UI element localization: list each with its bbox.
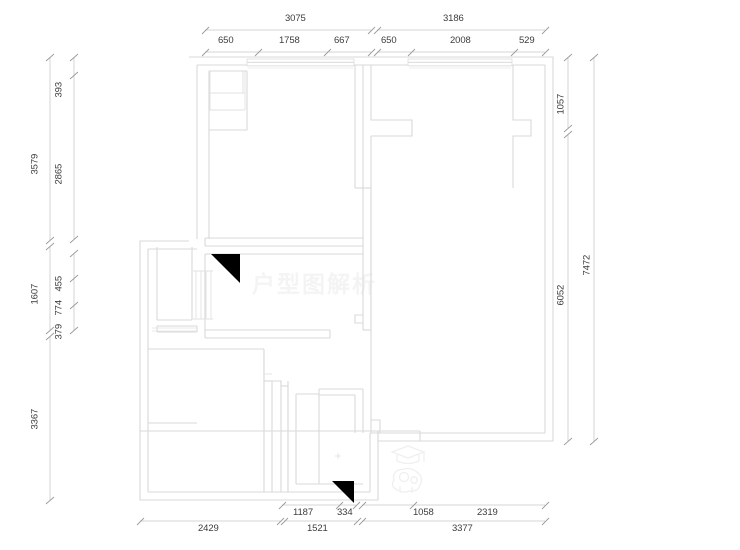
floor-drain-icon — [335, 453, 341, 459]
dim-right-inner-1: 6052 — [555, 284, 567, 306]
dim-right-outer-0: 7472 — [581, 254, 593, 276]
wall-outline-group — [139, 56, 554, 501]
dim-top-inner-2: 667 — [334, 35, 350, 46]
dim-left-inner-0: 393 — [53, 81, 65, 98]
dim-top-inner-0: 650 — [218, 35, 234, 46]
window-top-left — [246, 58, 355, 69]
dim-left-inner-3: 774 — [53, 299, 65, 316]
dim-left-inner-1: 2865 — [53, 163, 65, 185]
dim-left-outer-2: 3367 — [29, 408, 41, 430]
dim-left-inner-2: 455 — [53, 275, 65, 292]
dim-bottom-inner-1: 334 — [337, 507, 353, 518]
door-swing-bottom-right — [332, 481, 354, 503]
dim-right-inner-0: 1057 — [555, 93, 567, 115]
dim-left-outer-0: 3579 — [29, 153, 41, 175]
dim-top-inner-5: 529 — [519, 35, 535, 46]
dim-left-inner-4: 379 — [53, 323, 65, 340]
door-swing-middle-left — [211, 254, 240, 283]
watermark-text: 户型图解析 — [252, 271, 377, 297]
dim-top-inner-3: 650 — [381, 35, 397, 46]
dim-bottom-inner-0: 1187 — [293, 507, 314, 518]
dim-bottom-inner-3: 2319 — [477, 507, 498, 518]
dim-bottom-outer-0: 2429 — [198, 523, 219, 534]
dim-top-inner-4: 2008 — [450, 35, 471, 46]
window-top-right — [407, 58, 513, 69]
dimension-lines-group — [45, 26, 599, 526]
dim-top-outer-1: 3186 — [443, 13, 464, 24]
dim-left-outer-1: 1607 — [29, 283, 41, 305]
dim-bottom-outer-1: 1521 — [307, 523, 328, 534]
dim-bottom-inner-2: 1058 — [413, 507, 434, 518]
graduation-cap-mascot-icon — [390, 445, 426, 493]
dim-bottom-outer-2: 3377 — [452, 523, 473, 534]
dim-top-outer-0: 3075 — [285, 13, 306, 24]
dim-top-inner-1: 1758 — [279, 35, 300, 46]
window-bottom-left — [152, 327, 196, 332]
